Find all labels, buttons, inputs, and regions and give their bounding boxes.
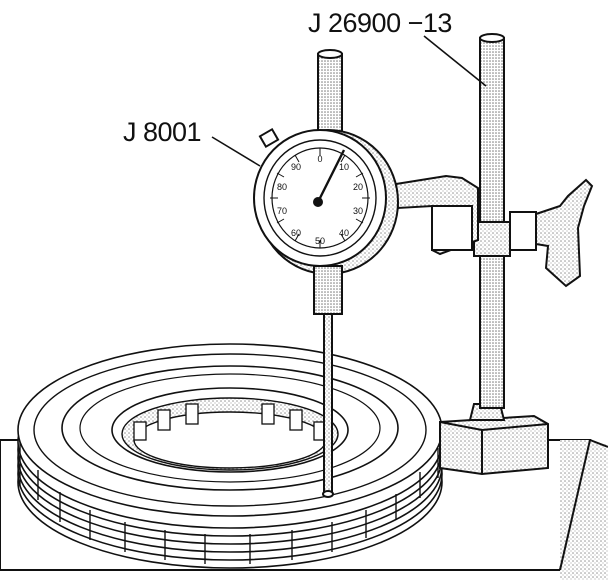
dial-numeral: 60	[291, 228, 301, 238]
callout-dial-indicator: J 8001	[123, 117, 202, 147]
dial-indicator: 0 10 20 30 40 50 60 70 80 90	[253, 49, 399, 498]
dial-numeral: 70	[277, 206, 287, 216]
dial-numeral: 80	[277, 182, 287, 192]
clutch-plate-stack	[17, 343, 443, 569]
dial-numeral: 20	[353, 182, 363, 192]
dial-plunger	[323, 313, 333, 493]
dial-numeral: 90	[291, 162, 301, 172]
callout-indicator-stand: J 26900 −13	[308, 8, 452, 38]
dial-numeral: 0	[317, 154, 322, 164]
dial-needle	[314, 149, 346, 207]
callout-leaders	[211, 35, 487, 167]
dial-numeral: 10	[339, 162, 349, 172]
dial-numeral: 30	[353, 206, 363, 216]
dial-numeral: 40	[339, 228, 349, 238]
leader-dial-indicator	[211, 136, 261, 167]
dial-numeral: 50	[315, 236, 325, 246]
indicator-stand	[394, 33, 594, 476]
leader-indicator-stand	[423, 35, 487, 87]
magnetic-base	[439, 414, 549, 476]
